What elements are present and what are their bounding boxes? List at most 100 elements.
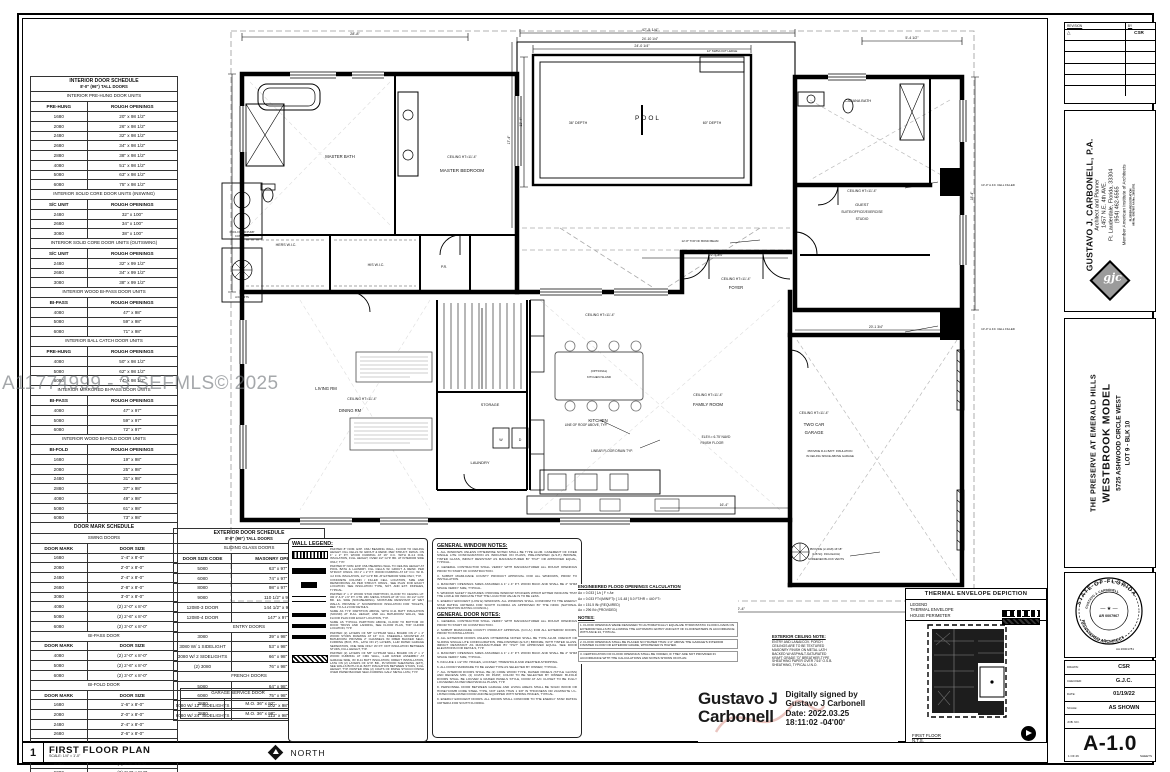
mls-watermark: A11774999 - 3 SEFMLS© 2025 <box>2 373 279 394</box>
north-arrow-icon <box>268 744 284 761</box>
table-row: 6080(2) 3'-0" x 8'-0" <box>30 670 178 681</box>
revision-delta-icon: △ <box>1065 30 1126 41</box>
dim-top-right: 5'-4 1/2" <box>905 36 919 40</box>
schedule-section-header: INTERIOR MIRRORED BI-PASS DOOR UNITS <box>30 386 178 397</box>
pool-depth-shallow: 36" DEPTH <box>569 121 588 125</box>
house-perimeter-symbol <box>1002 618 1040 625</box>
elevation-note-2: FINISH FLOOR <box>700 441 724 445</box>
project-info-text: THE PRESERVE AT EMERALD HILLS WESTBROOK … <box>1089 324 1132 562</box>
schedule-section-header: INTERIOR BALL CATCH DOOR UNITS <box>30 337 178 348</box>
dim-master-top: 28'-8" <box>350 32 360 36</box>
table-row: 6080(2) 3'-0" x 8'-0" <box>30 621 178 632</box>
table-row: 5080(2) 2'-6" x 8'-0" <box>30 661 178 671</box>
wall-legend-item: PAINTED 2" x 4" WOOD STUD PARTITION, FLO… <box>292 593 424 609</box>
pool-pad-label-2: CONC. PAD <box>235 234 249 238</box>
by-col-label: BY <box>1127 24 1133 28</box>
thermal-title: THERMAL ENVELOPE DEPICTION <box>906 589 1046 600</box>
table-row: 5080(2) 2'-6" x 8'-0" <box>30 758 178 769</box>
sheet-number: A-1.0 <box>1083 731 1137 755</box>
note-line: Ao = 0.033 [ 1/c ] F × Ae <box>578 591 614 595</box>
note-line: Ao = 151.5 IN² (REQUIRED) <box>578 602 620 607</box>
room-label-storage: STORAGE <box>481 403 500 407</box>
note-line: 2. FLOOD OPENINGS SHALL BE PLACED NO HIG… <box>578 638 738 650</box>
wall-type-symbol <box>292 624 326 629</box>
wall-type-description: PAINTED 2" x 4" WOOD STUD PARTITION, FLO… <box>330 592 424 609</box>
date-row: DATE:01/19/22 <box>1065 688 1155 702</box>
scale-row: SCALE:AS SHOWN <box>1065 702 1155 716</box>
island-label-1: (OPTIONAL) <box>591 369 608 373</box>
wall-type-symbol <box>292 551 328 559</box>
room-label-master-bedroom: MASTER BEDROOM <box>440 168 484 173</box>
note-line: 3. SUBMIT MIAMI-DADE COUNTY PRODUCT APPR… <box>437 573 577 582</box>
pool-depth-deep: 60" DEPTH <box>703 121 722 125</box>
revision-row <box>1065 41 1155 53</box>
note-line: 9. ENERGY EFFICIENT DOORS. ALL DOORS SHA… <box>437 697 577 705</box>
dim-pool-width: 24'-0 1/4" <box>634 44 650 48</box>
dim-pool-outer: 24'-10 1/4" <box>642 37 659 41</box>
note-line: 8. PERSONNEL DOOR BETWEEN GARAGE AND LIV… <box>437 685 577 697</box>
note-line: 1. ALL WINDOWS UNLESS OTHERWISE NOTED SH… <box>437 550 577 565</box>
note-line: 18:11:02 -04'00' <box>785 718 845 728</box>
ac-units-label: A/C UNITS <box>235 295 249 299</box>
wall-type-symbol <box>292 568 326 575</box>
wall-legend-item: PAINTED (2) LAYERS OF 5/8" GYPSUM WALL B… <box>292 631 424 651</box>
room-label-family: FAMILY ROOM <box>693 402 723 407</box>
wall-type-description: SAME AS TYPICAL PARTITION ABOVE, FLOOR T… <box>330 620 424 631</box>
drawing-frame <box>22 18 1048 742</box>
dryer-label: D <box>519 438 522 442</box>
revision-row: △ CSR <box>1065 30 1155 42</box>
schedule-section-header: INTERIOR WOOD BI-FOLD DOOR UNITS <box>30 435 178 446</box>
note-line: Ao = 296 IN² (PROVIDED) <box>578 608 617 613</box>
room-label-pool: POOL <box>635 115 661 122</box>
dim-garage: 20'-1 3/4" <box>869 325 884 329</box>
room-label-master-bath: MASTER BATH <box>325 154 354 159</box>
roof-line-note: LINE OF ROOF ABOVE, TYP. <box>565 423 608 427</box>
note-line: 6. ENERGY EFFICIENT (LOW E) WINDOWS. ALL… <box>437 599 577 611</box>
svg-text:STATE OF FLORIDA: STATE OF FLORIDA <box>1076 579 1137 606</box>
elevation-note-1: ELEV.= 6.75' NAVD <box>702 435 731 439</box>
note-line: SHEATHING, TYPICAL U.N.O. <box>772 663 818 668</box>
cell-filled-note-1: 10'-0" A.F.F. CELL FILLED <box>981 183 1015 187</box>
thermal-north-arrow-icon <box>1021 726 1036 741</box>
note-line: CEILINGS ARE TO BE TEXTURED <box>772 643 825 648</box>
note-line: 3. CERTIFICATION OF FLOOD OPENINGS SHALL… <box>578 651 738 663</box>
wall-legend-item: CONCRETE COLUMN / FILLED CELL LOCATION, … <box>292 579 424 592</box>
floor-drain-note: LINEAR FLOOR DRAIN TYP. <box>591 449 633 453</box>
schedule-section-header: GARAGE SERVICE DOOR <box>180 688 296 700</box>
window-notes-list: 1. ALL WINDOWS UNLESS OTHERWISE NOTED SH… <box>437 550 577 611</box>
schedule-section-header: SWING DOORS <box>30 533 178 544</box>
project-name: THE PRESERVE AT EMERALD HILLS <box>1088 373 1098 513</box>
wall-type-symbol <box>292 655 328 664</box>
note-line: 3. ALL EXTERIOR DOORS UNLESS OTHERWISE N… <box>437 636 577 651</box>
schedule-section-header: INTERIOR SOLID CORE DOOR UNITS (OUTSWING… <box>30 239 178 250</box>
wall-legend-item: SAME AS TYP. PARTITION ABOVE, WITH R-11 … <box>292 610 424 619</box>
cell-filled-note-2: 10'-0" A.F.F. CELL FILLED <box>981 327 1015 331</box>
architect-seal: STATE OF FLORIDA GUSTAVO J. CARBONELL RE… <box>1075 577 1143 651</box>
wall-type-description: PAINTED (2) LAYERS OF 5/8" GYPSUM WALL B… <box>330 651 424 674</box>
project-info-block: THE PRESERVE AT EMERALD HILLS WESTBROOK … <box>1064 318 1156 568</box>
table-row: 5080(2) 2'-6" x 8'-0" <box>30 612 178 622</box>
ceiling-height-foyer: CEILING HT=11'-4" <box>721 277 751 281</box>
